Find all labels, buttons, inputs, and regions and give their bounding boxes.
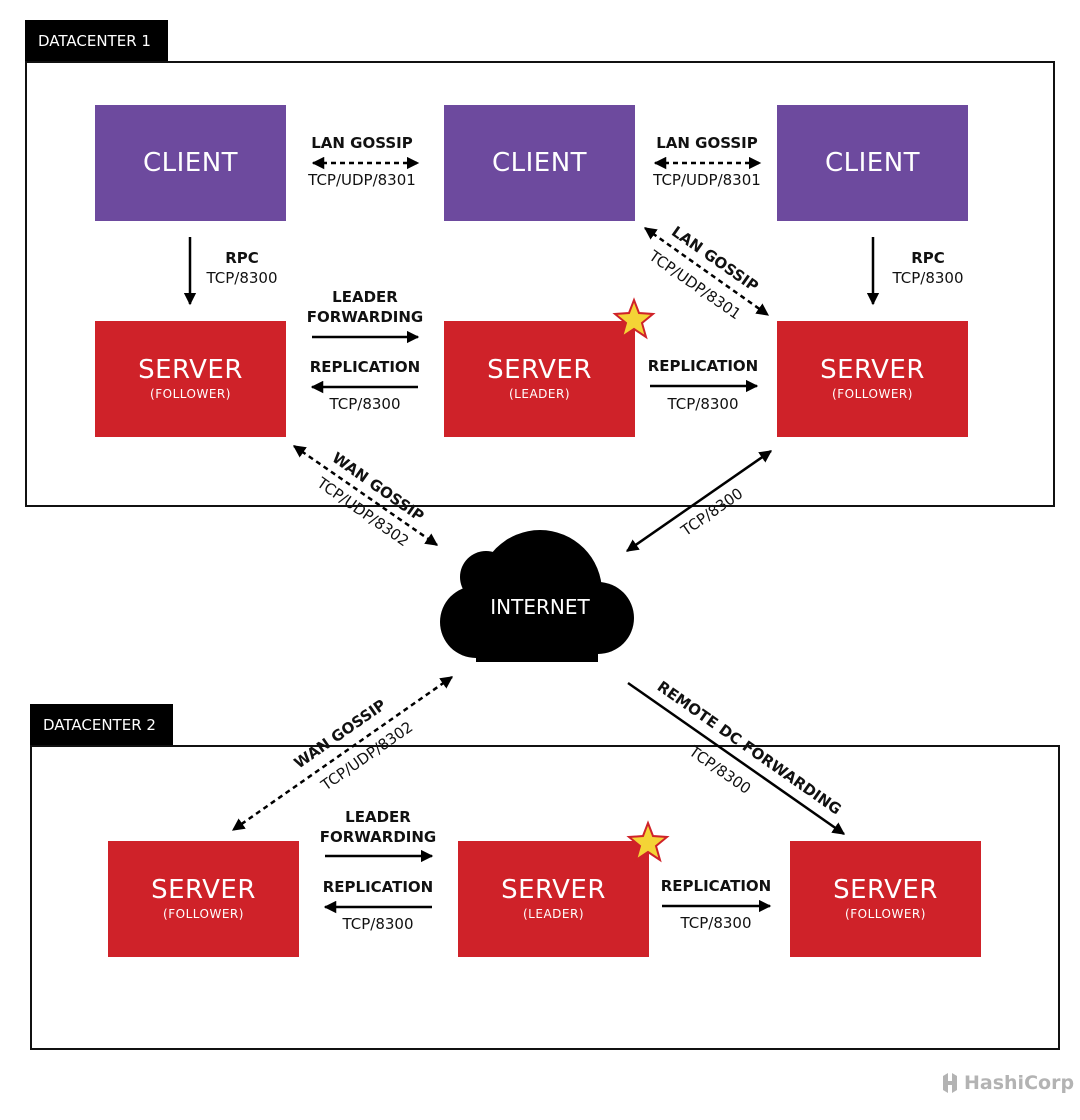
dc2-replication-right-port: TCP/8300 [680, 914, 752, 932]
dc1-replication-right-label: REPLICATION [647, 357, 759, 375]
datacenter-2-label: DATACENTER 2 [30, 704, 173, 745]
server-node-title: SERVER [138, 355, 243, 385]
dc1-replication-left-label: REPLICATION [309, 358, 421, 376]
server-node-role: (LEADER) [509, 387, 570, 401]
dc1-server-leader: SERVER (LEADER) [444, 321, 635, 437]
dc2-server-leader: SERVER (LEADER) [458, 841, 649, 957]
internet-label: INTERNET [490, 595, 590, 619]
leader-star-icon [612, 297, 656, 340]
dc2-server-follower-right: SERVER (FOLLOWER) [790, 841, 981, 957]
client-node-3: CLIENT [777, 105, 968, 221]
server-node-title: SERVER [151, 875, 256, 905]
dc1-replication-left-port: TCP/8300 [329, 395, 401, 413]
lan-gossip-port-2: TCP/UDP/8301 [653, 171, 761, 189]
datacenter-2-frame [30, 745, 1060, 1050]
hashicorp-logo: HashiCorp [940, 1072, 1074, 1094]
rpc-label-left: RPC [225, 249, 259, 267]
rpc-label-right: RPC [911, 249, 945, 267]
client-node-title: CLIENT [824, 148, 921, 178]
dc1-replication-right-port: TCP/8300 [667, 395, 739, 413]
dc2-replication-left-label: REPLICATION [322, 878, 434, 896]
server-node-title: SERVER [833, 875, 938, 905]
dc2-replication-left-port: TCP/8300 [342, 915, 414, 933]
dc1-leader-forwarding-label-line2: FORWARDING [306, 308, 424, 326]
server-node-role: (FOLLOWER) [845, 907, 926, 921]
wan-gossip-dc1-arrow [292, 444, 439, 547]
server-node-title: SERVER [820, 355, 925, 385]
dc2-leader-forwarding-label-line1: LEADER [345, 808, 411, 826]
client-node-title: CLIENT [491, 148, 588, 178]
internet-dc1-server-arrow [625, 449, 773, 553]
lan-gossip-diagonal-arrow [643, 226, 770, 317]
dc2-server-follower-left: SERVER (FOLLOWER) [108, 841, 299, 957]
server-node-role: (FOLLOWER) [150, 387, 231, 401]
dc2-replication-right-label: REPLICATION [660, 877, 772, 895]
internet-cloud-icon [440, 530, 634, 662]
leader-star-icon [626, 820, 670, 863]
datacenter-1-frame [25, 61, 1055, 507]
server-node-role: (FOLLOWER) [163, 907, 244, 921]
dc1-server-follower-left: SERVER (FOLLOWER) [95, 321, 286, 437]
client-node-title: CLIENT [142, 148, 239, 178]
server-node-role: (FOLLOWER) [832, 387, 913, 401]
server-node-title: SERVER [487, 355, 592, 385]
dc1-leader-forwarding-label-line1: LEADER [332, 288, 398, 306]
client-node-2: CLIENT [444, 105, 635, 221]
server-node-role: (LEADER) [523, 907, 584, 921]
server-node-title: SERVER [501, 875, 606, 905]
rpc-port-right: TCP/8300 [892, 269, 964, 287]
rpc-port-left: TCP/8300 [206, 269, 278, 287]
lan-gossip-label-2: LAN GOSSIP [656, 134, 758, 152]
brand-name: HashiCorp [964, 1072, 1075, 1094]
lan-gossip-port-1: TCP/UDP/8301 [308, 171, 416, 189]
datacenter-1-label: DATACENTER 1 [25, 20, 168, 61]
remote-dc-forwarding-arrow [627, 681, 846, 836]
dc1-server-follower-right: SERVER (FOLLOWER) [777, 321, 968, 437]
hashicorp-icon [943, 1073, 957, 1093]
dc2-leader-forwarding-label-line2: FORWARDING [319, 828, 437, 846]
client-node-1: CLIENT [95, 105, 286, 221]
lan-gossip-label-1: LAN GOSSIP [311, 134, 413, 152]
